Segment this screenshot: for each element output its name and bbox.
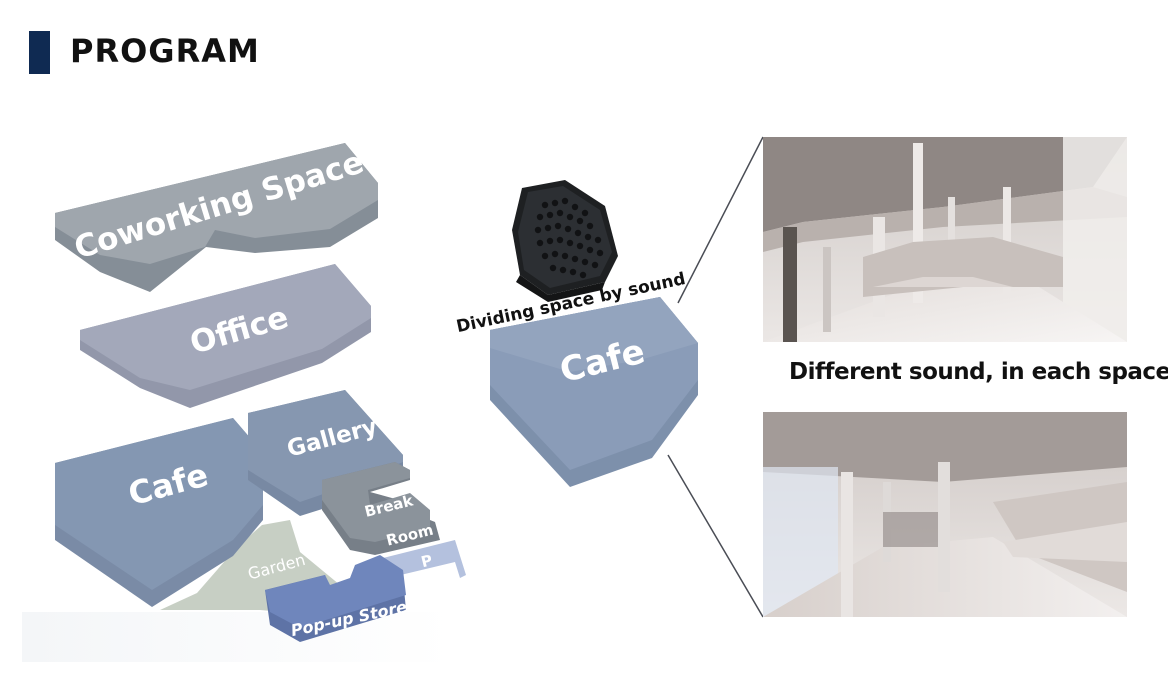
page-title: PROGRAM <box>70 32 260 70</box>
block-cafe-left: Cafe <box>55 418 263 607</box>
block-parking: P <box>383 540 466 578</box>
block-break-room: Break Room <box>322 462 440 555</box>
title-accent-bar <box>29 31 50 74</box>
connector-line-bottom <box>667 454 764 618</box>
connector-line-top <box>677 136 764 304</box>
interior-render-2 <box>763 412 1127 617</box>
block-cafe-right: Cafe <box>490 297 698 487</box>
label-parking: P <box>419 551 434 571</box>
ground-plane <box>22 612 452 662</box>
interior-render-1 <box>763 137 1127 342</box>
speaker-icon <box>512 180 618 302</box>
block-office: Office <box>80 264 371 408</box>
side-subheading: Different sound, in each space <box>789 359 1168 385</box>
